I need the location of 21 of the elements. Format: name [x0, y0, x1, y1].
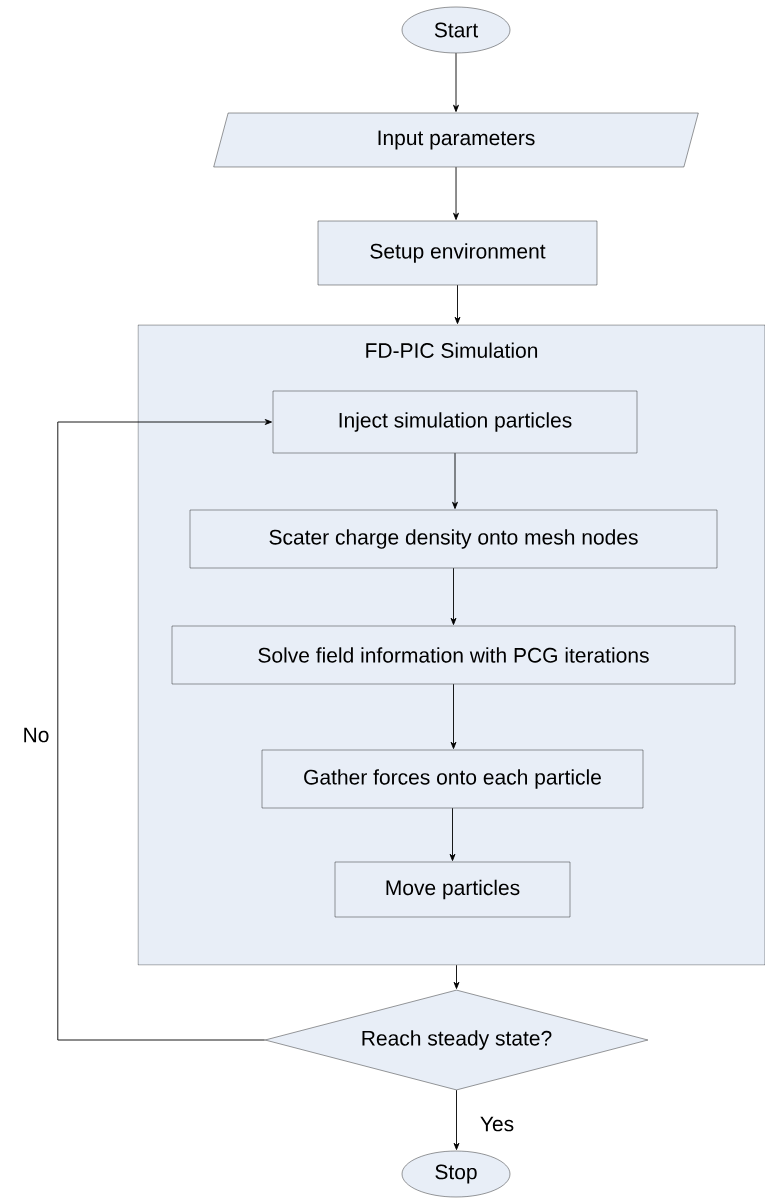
process-box: Solve field information with PCG iterations	[171, 625, 736, 685]
arrow	[449, 807, 456, 862]
process-box: Setup environment	[317, 220, 598, 286]
process-box: Move particles	[334, 861, 571, 918]
arrow	[453, 52, 459, 112]
arrow	[450, 567, 457, 626]
arrow	[452, 452, 458, 509]
process-box: Gather forces onto each particle	[261, 749, 644, 809]
arrow	[450, 683, 457, 750]
arrow	[57, 419, 272, 1041]
input-parallelogram: Input parameters	[213, 112, 699, 168]
arrow	[453, 964, 460, 990]
arrow	[453, 1089, 460, 1151]
process-box: Scater charge density onto mesh nodes	[189, 509, 718, 569]
terminal-oval: Start	[401, 6, 511, 54]
arrow	[454, 284, 461, 324]
arrow	[453, 166, 459, 220]
edge-label: No	[21, 726, 51, 744]
edge-label: Yes	[478, 1115, 516, 1133]
process-box: Inject simulation particles	[272, 390, 638, 454]
terminal-oval: Stop	[401, 1150, 511, 1198]
